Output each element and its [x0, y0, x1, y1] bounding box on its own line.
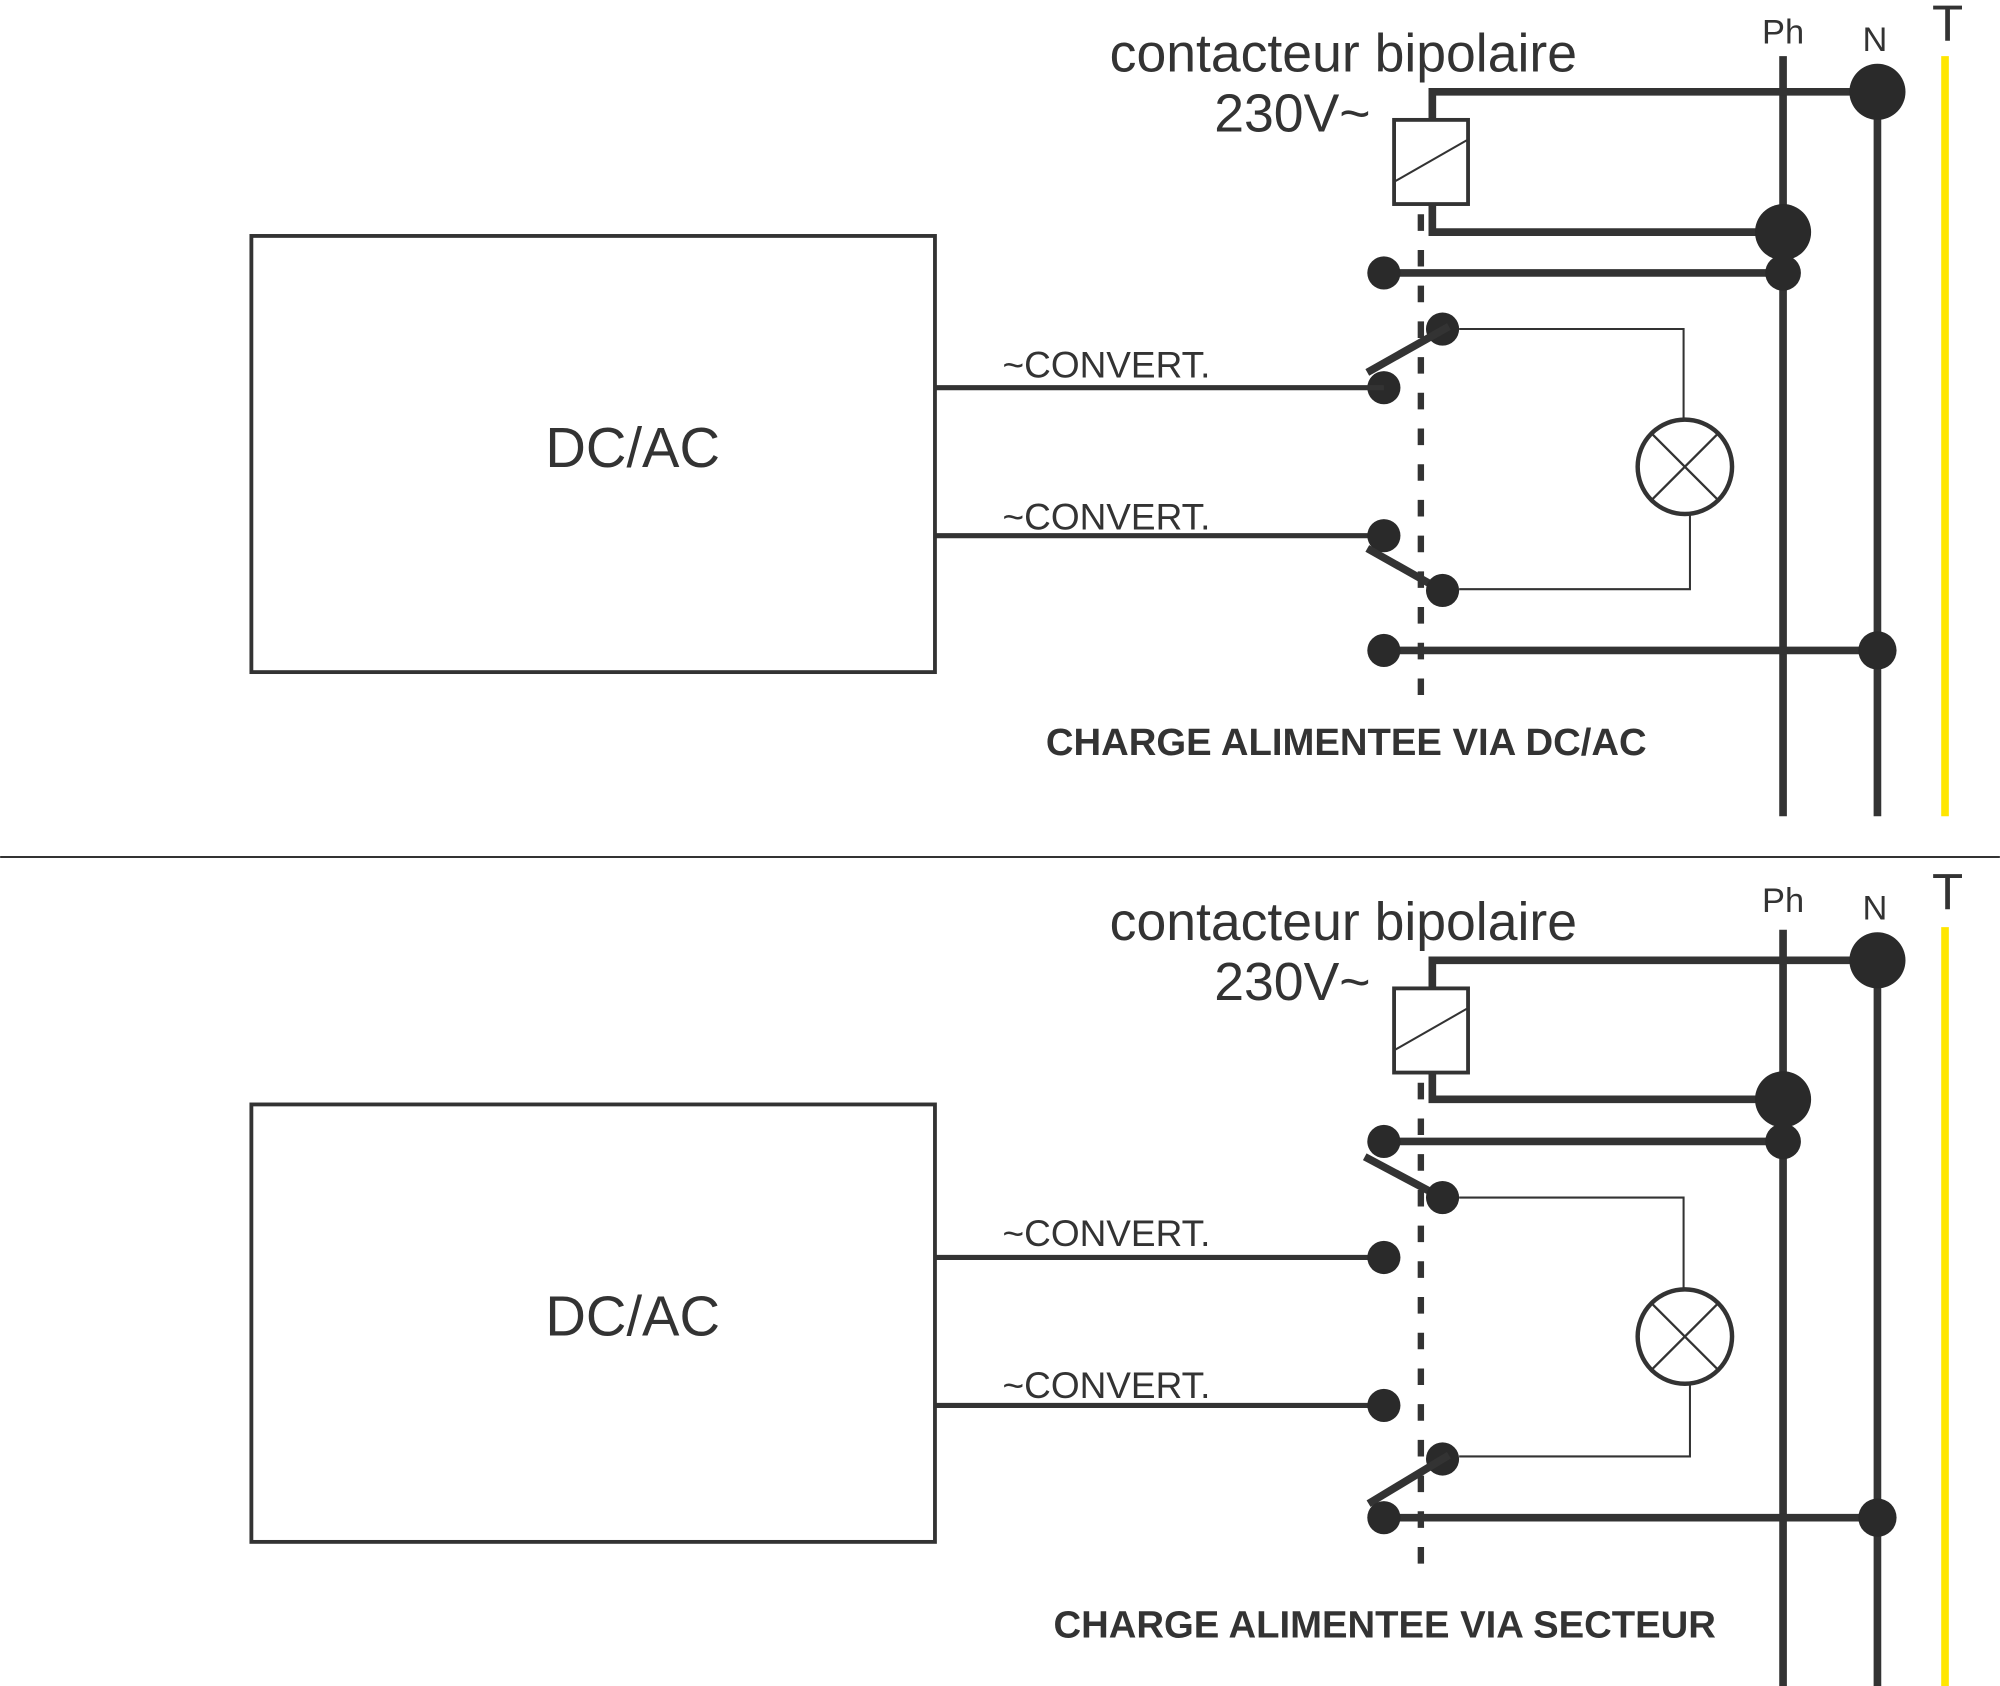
contactor-label: contacteur bipolaire: [1110, 24, 1577, 83]
neutral-rail-label: N: [1862, 21, 1887, 59]
terminal-dot: [1367, 1124, 1401, 1159]
contactor-coil: [1392, 117, 1470, 206]
coil-wire-to-neutral: [1428, 956, 1878, 989]
lamp-wire: [1459, 1383, 1691, 1458]
converter-box: [249, 234, 937, 675]
junction-dot: [1849, 63, 1906, 120]
converter-output-label: ~CONVERT.: [1003, 1365, 1211, 1406]
coil-wire-to-phase: [1428, 1072, 1784, 1104]
terminal-dot: [1367, 1388, 1401, 1423]
coil-wire-to-phase: [1428, 204, 1784, 236]
converter-output-label: ~CONVERT.: [1003, 496, 1211, 537]
panel-top: Ph N T contacteur bipolaire 230V~ ~CONVE…: [249, 0, 1963, 817]
contactor-coil: [1392, 986, 1470, 1075]
coil-wire-to-neutral: [1428, 87, 1878, 120]
terminal-dot: [1367, 1240, 1401, 1275]
lamp-icon: [1635, 1287, 1735, 1386]
contactor-voltage-label: 230V~: [1214, 84, 1370, 143]
lamp-wire: [1459, 1196, 1685, 1290]
panel-bottom: Ph N T contacteur bipolaire 230V~ ~CONVE…: [249, 863, 1963, 1686]
junction-dot: [1755, 204, 1812, 261]
junction-dot: [1765, 255, 1801, 291]
earth-rail-label: T: [1932, 863, 1963, 920]
contactor-label: contacteur bipolaire: [1110, 893, 1577, 952]
junction-dot: [1858, 631, 1897, 670]
panel-caption: CHARGE ALIMENTEE VIA DC/AC: [1046, 721, 1647, 764]
coil-diagonal: [1394, 1007, 1468, 1051]
junction-dot: [1858, 1498, 1897, 1537]
neutral-rail-label: N: [1862, 890, 1887, 928]
junction-dot: [1755, 1071, 1812, 1128]
lamp-wire: [1459, 328, 1685, 419]
phase-rail-label: Ph: [1762, 882, 1804, 920]
junction-dot: [1849, 932, 1906, 989]
switch-blade: [1365, 323, 1451, 376]
converter-label: DC/AC: [545, 1284, 720, 1347]
terminal-dot: [1425, 573, 1460, 608]
terminal-dot: [1425, 1180, 1460, 1215]
switch-blade: [1366, 1451, 1451, 1507]
lamp-icon: [1635, 417, 1735, 517]
terminal-dot: [1367, 256, 1401, 290]
converter-label: DC/AC: [545, 416, 720, 479]
contactor-voltage-label: 230V~: [1214, 953, 1370, 1012]
converter-output-label: ~CONVERT.: [1003, 1213, 1211, 1254]
converter-box: [249, 1102, 937, 1544]
earth-rail-label: T: [1932, 0, 1963, 52]
converter-output-label: ~CONVERT.: [1003, 345, 1211, 386]
coil-diagonal: [1394, 139, 1468, 182]
terminal-dot: [1367, 519, 1401, 553]
junction-dot: [1765, 1123, 1801, 1160]
panel-caption: CHARGE ALIMENTEE VIA SECTEUR: [1054, 1604, 1716, 1647]
terminal-dot: [1367, 633, 1401, 668]
lamp-wire: [1459, 512, 1691, 591]
phase-rail-label: Ph: [1762, 13, 1804, 51]
terminal-dot: [1367, 1501, 1401, 1535]
